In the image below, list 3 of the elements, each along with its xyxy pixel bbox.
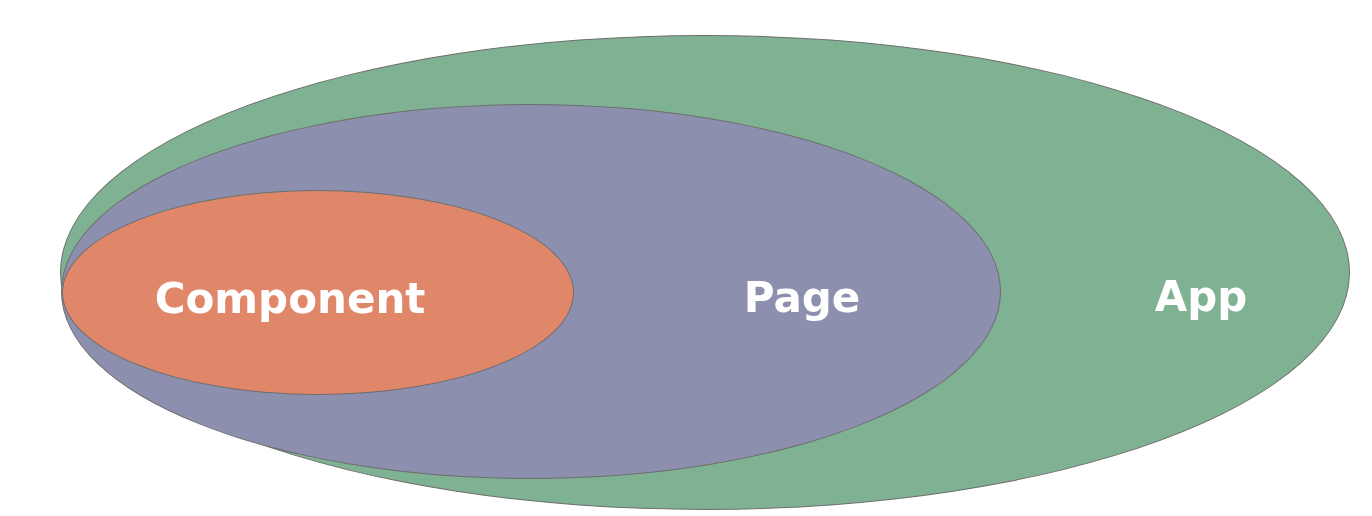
ellipse-label: Page (743, 272, 861, 322)
ellipse-label: App (1154, 271, 1248, 321)
ellipse-label: Component (154, 273, 426, 323)
